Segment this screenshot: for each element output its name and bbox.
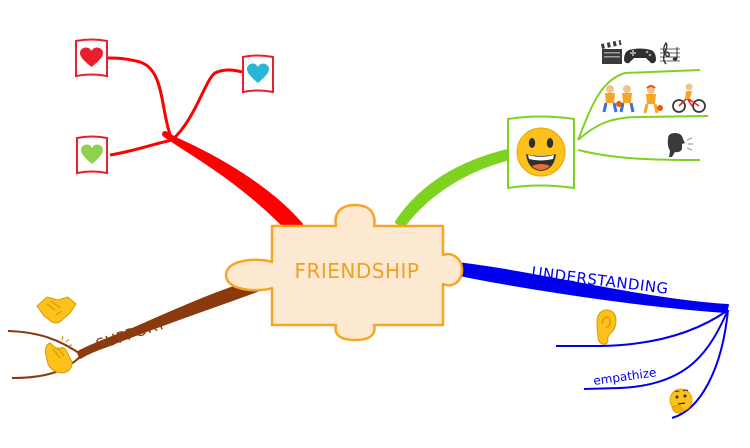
speaking-head-icon: [667, 133, 693, 157]
clapper-board-icon: [600, 39, 622, 64]
heart-card-blue[interactable]: [242, 54, 274, 94]
green-heart-icon: [81, 144, 103, 164]
basketball-players-icon: [602, 85, 635, 113]
branch-support-line-1: [7, 330, 83, 356]
branch-hearts[interactable]: [75, 38, 303, 235]
branch-hearts-line-3: [109, 138, 173, 157]
cyclist-icon: [672, 83, 706, 113]
grinning-face-icon: [516, 127, 566, 177]
heart-card-green[interactable]: [76, 135, 108, 175]
branch-understanding-line-2: [583, 309, 729, 390]
branch-support-line-2: [11, 354, 83, 379]
branch-understanding-line-1: [556, 309, 729, 347]
branch-activities-line-1: [577, 69, 701, 141]
branch-support-trunk: [77, 277, 269, 359]
red-heart-icon: [80, 47, 103, 67]
central-topic-shape: [224, 203, 464, 342]
player-dribbling-icon: [643, 85, 663, 114]
handshake-icon: [36, 296, 77, 324]
branch-activities[interactable]: [395, 39, 709, 228]
branch-understanding-line-3: [671, 309, 729, 419]
central-topic[interactable]: FRIENDSHIP: [224, 203, 464, 342]
ear-icon: [596, 309, 617, 345]
music-score-icon: [660, 41, 680, 65]
clapping-hands-icon: [45, 335, 73, 374]
central-topic-label: FRIENDSHIP: [295, 259, 420, 283]
heart-card-red[interactable]: [75, 38, 108, 78]
thinking-face-icon: [669, 388, 693, 414]
branch-activities-line-2: [577, 115, 709, 141]
branch-hearts-trunk: [162, 131, 303, 235]
branch-activities-line-3: [577, 149, 701, 161]
smiley-card[interactable]: [507, 115, 575, 190]
branch-hearts-line-2: [171, 68, 243, 142]
blue-heart-icon: [247, 63, 269, 83]
branch-activities-trunk: [395, 148, 514, 228]
support-label[interactable]: SUPPORT: [94, 314, 169, 354]
branch-understanding[interactable]: UNDERSTANDING empathize: [444, 261, 729, 419]
game-controller-icon: [624, 48, 656, 64]
branch-hearts-line-1: [107, 56, 174, 141]
branch-support[interactable]: SUPPORT: [7, 277, 269, 379]
